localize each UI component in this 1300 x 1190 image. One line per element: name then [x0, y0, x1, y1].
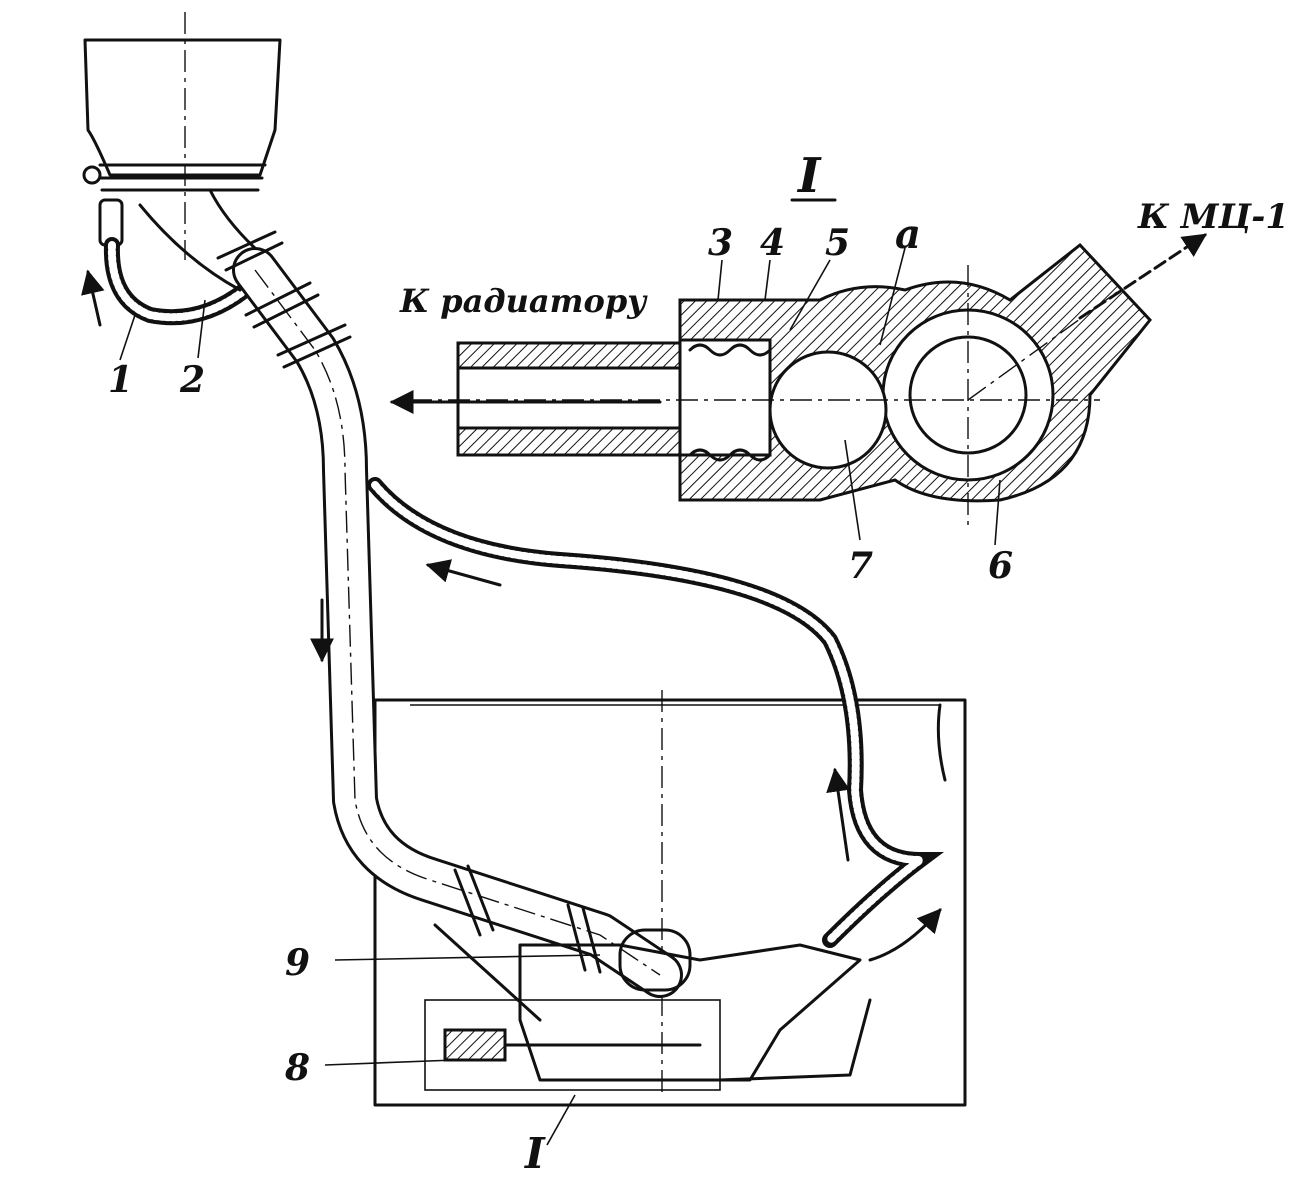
arrow-to-mc [1078, 233, 1207, 320]
label-9: 9 [285, 942, 310, 984]
flow-arrow-curve [868, 908, 942, 962]
detail-ref: I [524, 1129, 546, 1178]
detail-title: I [796, 148, 822, 204]
label-to-mc: К МЦ-1 [1137, 197, 1289, 237]
pipe-clamps [216, 230, 602, 974]
label-3: 3 [708, 222, 733, 264]
leader-lines [119, 247, 1001, 1146]
label-4: 4 [760, 222, 785, 264]
label-8: 8 [284, 1047, 310, 1089]
flow-arrow-return [425, 559, 502, 587]
pump-assembly [424, 923, 872, 1091]
valve-detail [410, 242, 1152, 525]
label-7: 7 [848, 545, 873, 587]
label-2: 2 [179, 359, 205, 401]
label-1: 1 [108, 359, 133, 401]
label-6: 6 [988, 545, 1013, 587]
reservoir-body [82, 12, 282, 260]
label-to-radiator: К радиатору [399, 282, 648, 320]
label-5: 5 [825, 222, 850, 264]
flow-arrow-up [826, 767, 850, 862]
label-a: a [895, 211, 921, 258]
